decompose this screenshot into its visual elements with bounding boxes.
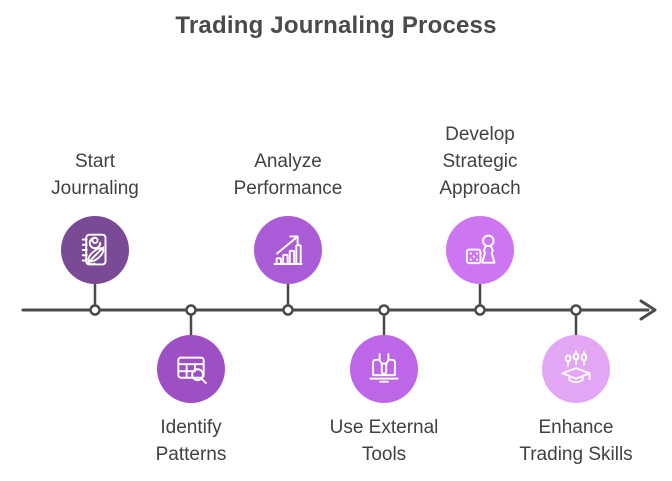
timeline-dot-4 — [378, 304, 390, 316]
timeline-dot-5 — [474, 304, 486, 316]
table-search-icon — [177, 356, 207, 384]
step-label-enhance-trading-skills: Enhance Trading Skills — [519, 417, 633, 465]
journal-pen-icon — [81, 233, 107, 266]
timeline-dot-6 — [570, 304, 582, 316]
step-circle-analyze-performance — [254, 216, 322, 284]
step-label-use-external-tools: Use External Tools — [329, 417, 439, 465]
step-circle-start-journaling — [61, 216, 129, 284]
step-circle-develop-strategic-approach — [446, 216, 514, 284]
step-label-identify-patterns: Identify Patterns — [155, 417, 227, 465]
step-label-develop-strategic-approach: Develop Strategic Approach — [439, 124, 521, 199]
step-label-start-journaling: Start Journaling — [51, 151, 139, 199]
step-circle-enhance-trading-skills — [542, 335, 610, 403]
timeline-dot-1 — [89, 304, 101, 316]
diagram-title: Trading Journaling Process — [175, 12, 497, 39]
step-label-analyze-performance: Analyze Performance — [233, 151, 343, 199]
step-circle-identify-patterns — [157, 335, 225, 403]
timeline-arrowhead — [639, 299, 657, 321]
candlestick-graduation-icon — [561, 350, 591, 384]
dice-pawn-icon — [465, 234, 496, 265]
laptop-wrench-icon — [369, 353, 399, 383]
step-circle-use-external-tools — [350, 335, 418, 403]
bar-chart-growth-icon — [273, 235, 303, 265]
timeline-dot-3 — [282, 304, 294, 316]
timeline-dot-2 — [185, 304, 197, 316]
